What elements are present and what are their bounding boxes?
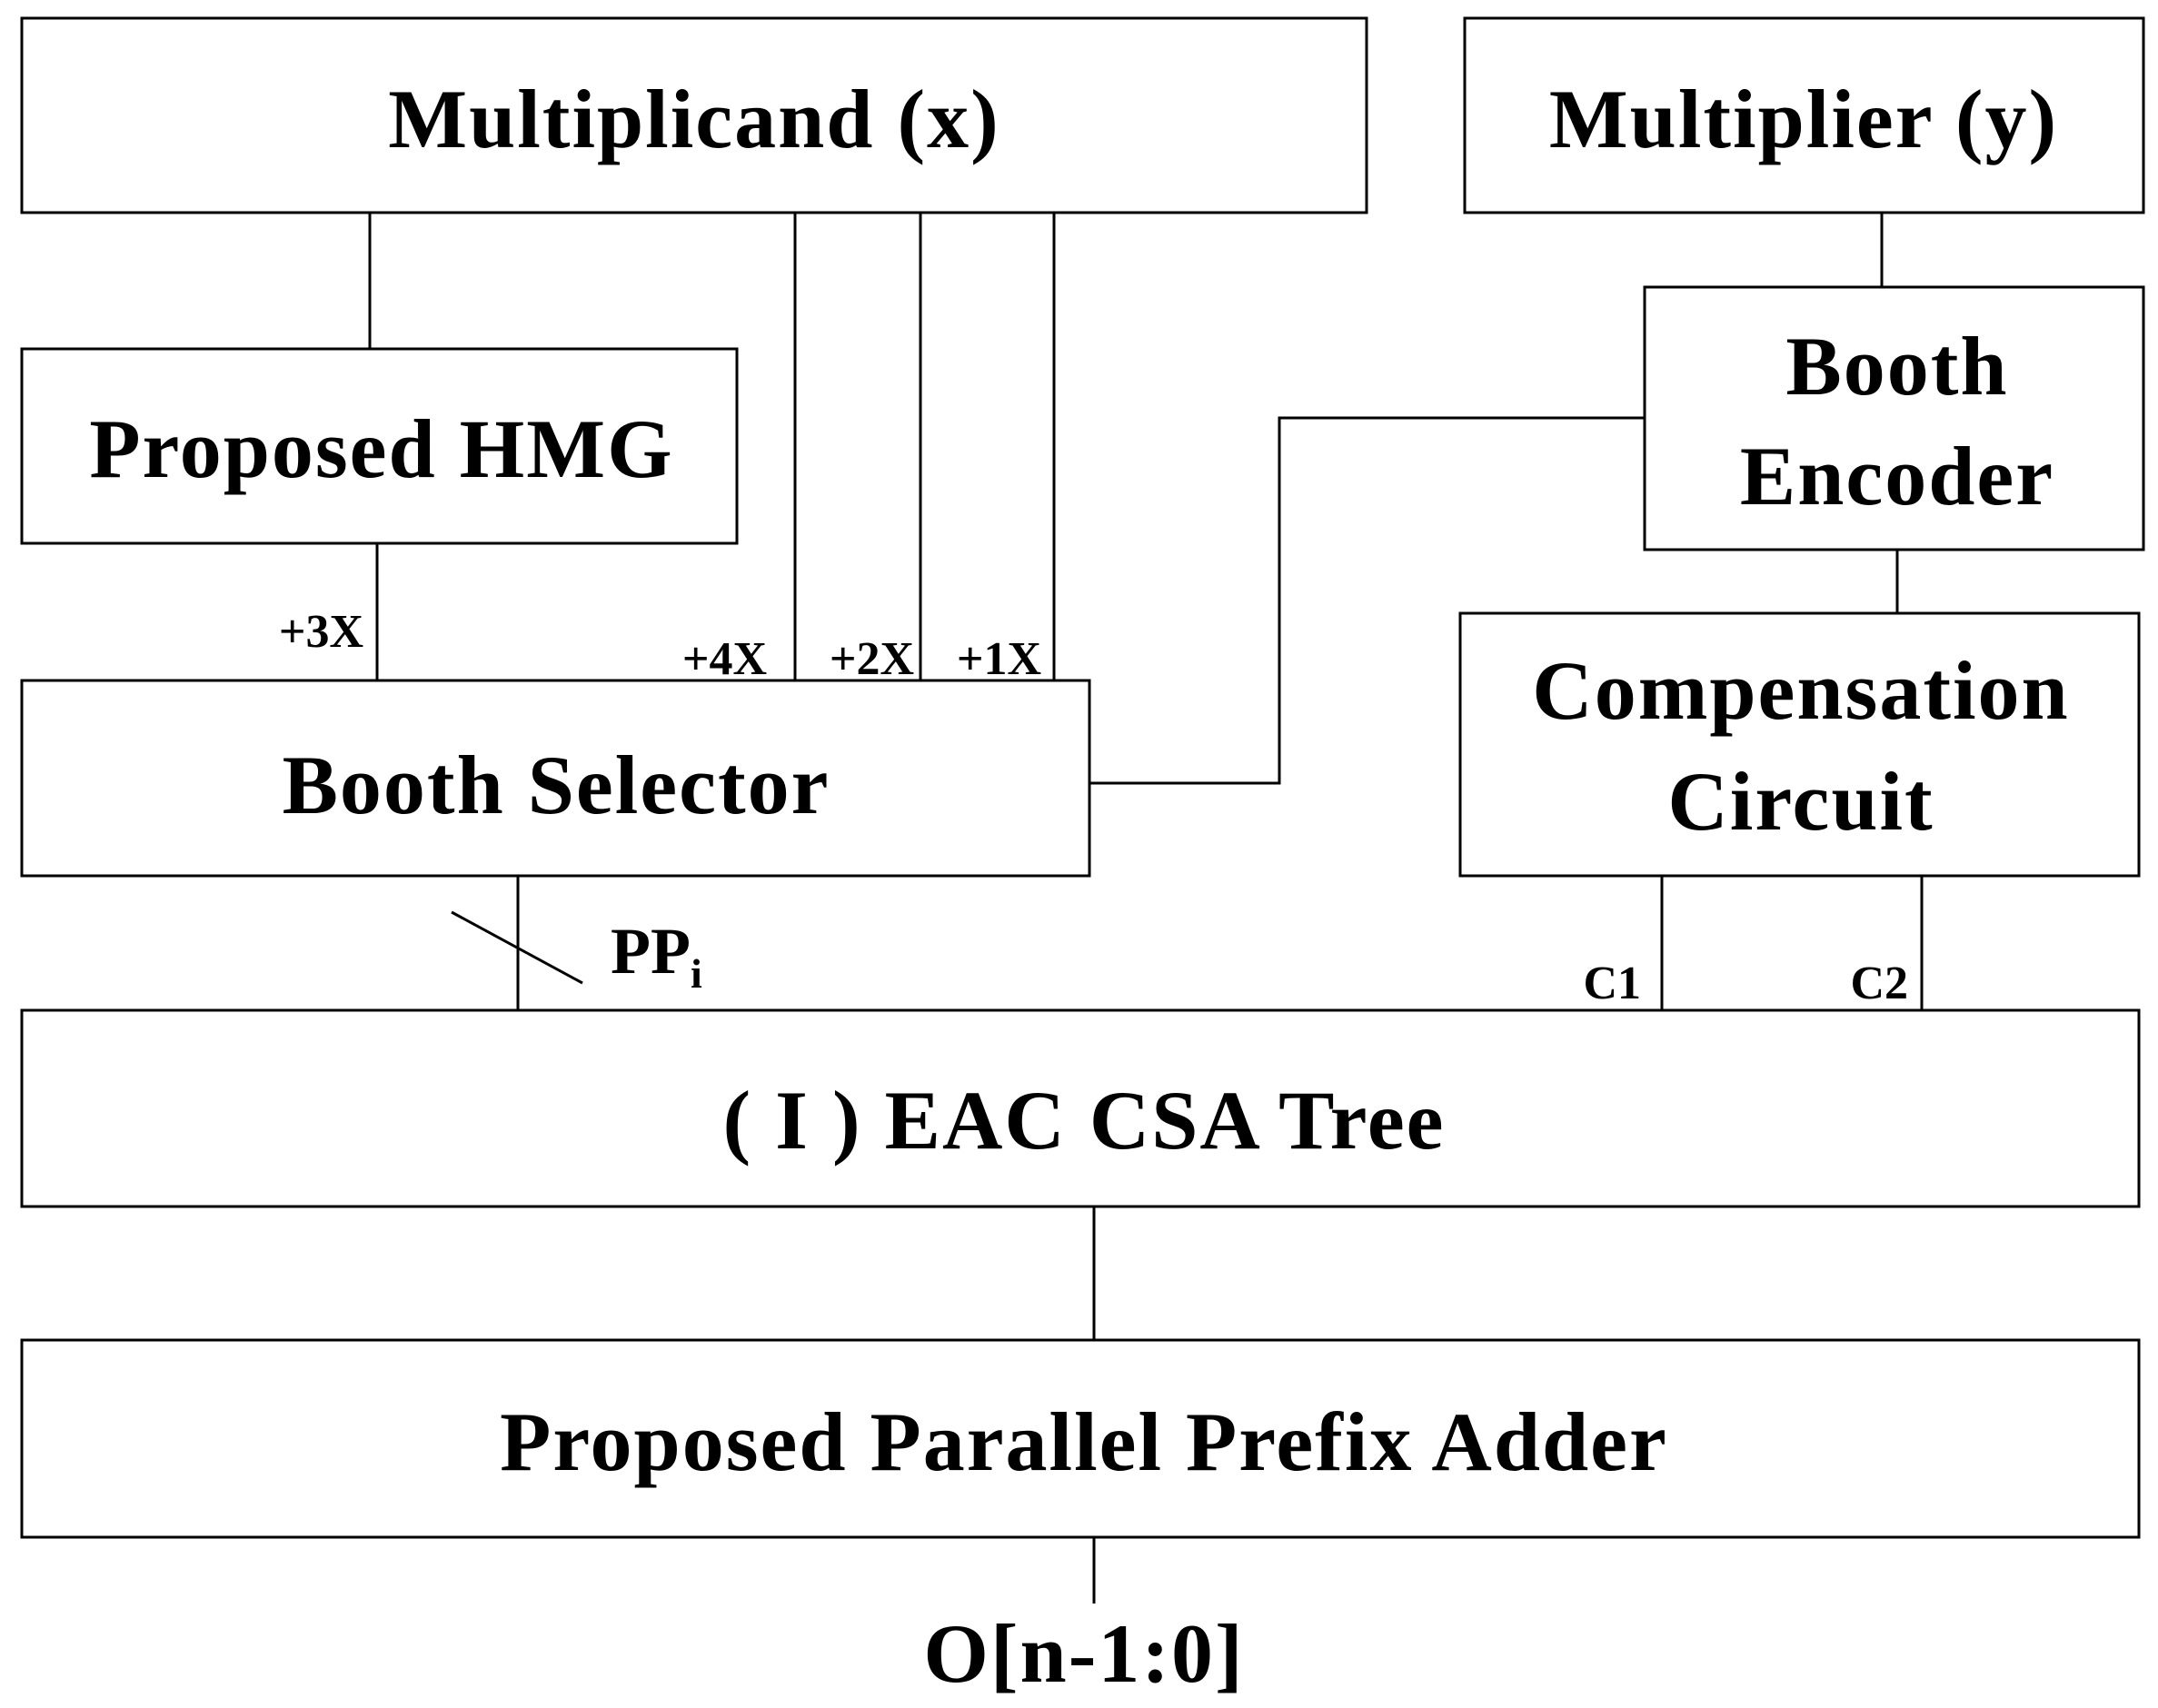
multiplier-block: Multiplier (y) xyxy=(1463,16,2145,214)
compensation-box xyxy=(1458,611,2141,878)
hmg-block: Proposed HMG xyxy=(20,347,739,545)
booth-selector-box xyxy=(20,679,1091,878)
compensation-label-line2: Circuit xyxy=(1667,755,1934,848)
hmg-label: Proposed HMG xyxy=(89,402,673,495)
compensation-label-line1: Compensation xyxy=(1532,644,2069,737)
csa-tree-box xyxy=(20,1008,2141,1208)
output-label: O[n-1:0] xyxy=(923,1607,1244,1700)
wire-encoder-to-selector xyxy=(1089,416,1645,785)
prefix-adder-block: Proposed Parallel Prefix Adder xyxy=(20,1338,2141,1539)
signal-ppi-main: PP xyxy=(611,915,691,988)
compensation-block: Compensation Circuit xyxy=(1458,611,2141,878)
connection-wires xyxy=(368,213,1924,1604)
csa-tree-block: ( I ) EAC CSA Tree xyxy=(20,1008,2141,1208)
signal-plus3x: +3X xyxy=(279,606,363,658)
prefix-adder-box xyxy=(20,1338,2141,1539)
signal-c2: C2 xyxy=(1850,958,1908,1009)
signal-plus4x: +4X xyxy=(682,633,767,685)
prefix-adder-label: Proposed Parallel Prefix Adder xyxy=(500,1395,1668,1488)
signal-ppi-subscript: i xyxy=(691,950,702,997)
booth-encoder-block: Booth Encoder xyxy=(1643,285,2145,551)
booth-selector-block: Booth Selector xyxy=(20,679,1091,878)
booth-selector-label: Booth Selector xyxy=(283,739,830,831)
multiplicand-label: Multiplicand (x) xyxy=(388,73,999,165)
signal-plus1x: +1X xyxy=(957,633,1041,685)
signal-plus2x: +2X xyxy=(830,633,914,685)
csa-tree-label: ( I ) EAC CSA Tree xyxy=(723,1074,1446,1167)
multiplier-box xyxy=(1463,16,2145,214)
multiplicand-block: Multiplicand (x) xyxy=(20,16,1368,214)
booth-encoder-label-line1: Booth xyxy=(1785,320,2008,412)
hmg-box xyxy=(20,347,739,545)
booth-encoder-box xyxy=(1643,285,2145,551)
signal-ppi: PPi xyxy=(611,915,702,997)
ppi-bus-slash xyxy=(451,910,583,985)
booth-encoder-label-line2: Encoder xyxy=(1740,430,2054,522)
signal-c1: C1 xyxy=(1583,958,1641,1009)
multiplier-label: Multiplier (y) xyxy=(1549,73,2058,165)
signal-labels: +3X +4X +2X +1X PPi C1 C2 O[n-1:0] xyxy=(279,606,1908,1700)
multiplicand-box xyxy=(20,16,1368,214)
